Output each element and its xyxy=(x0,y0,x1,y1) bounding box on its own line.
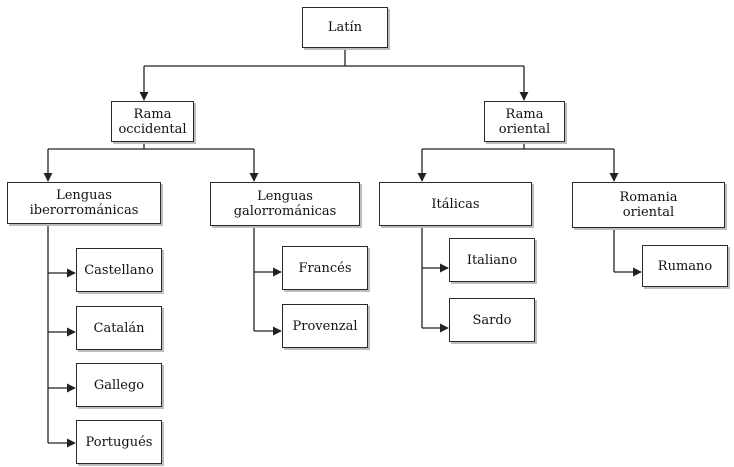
node-rama-oriental: Rama oriental xyxy=(484,101,565,142)
node-rumano: Rumano xyxy=(642,245,728,287)
node-italiano: Italiano xyxy=(449,238,535,282)
node-lenguas-galorromanicas: Lenguas galorrománicas xyxy=(210,182,360,226)
node-italicas: Itálicas xyxy=(379,182,532,226)
node-sardo: Sardo xyxy=(449,298,535,342)
node-catalan: Catalán xyxy=(76,306,162,350)
node-rama-occidental: Rama occidental xyxy=(111,101,194,142)
node-latin: Latín xyxy=(302,7,388,48)
node-frances: Francés xyxy=(282,246,368,290)
node-provenzal: Provenzal xyxy=(282,304,368,348)
node-castellano: Castellano xyxy=(76,248,162,292)
node-portugues: Portugués xyxy=(76,420,162,464)
node-romania-oriental: Romania oriental xyxy=(572,182,725,228)
node-lenguas-iberorromanicas: Lenguas iberorrománicas xyxy=(7,182,161,224)
node-gallego: Gallego xyxy=(76,363,162,407)
